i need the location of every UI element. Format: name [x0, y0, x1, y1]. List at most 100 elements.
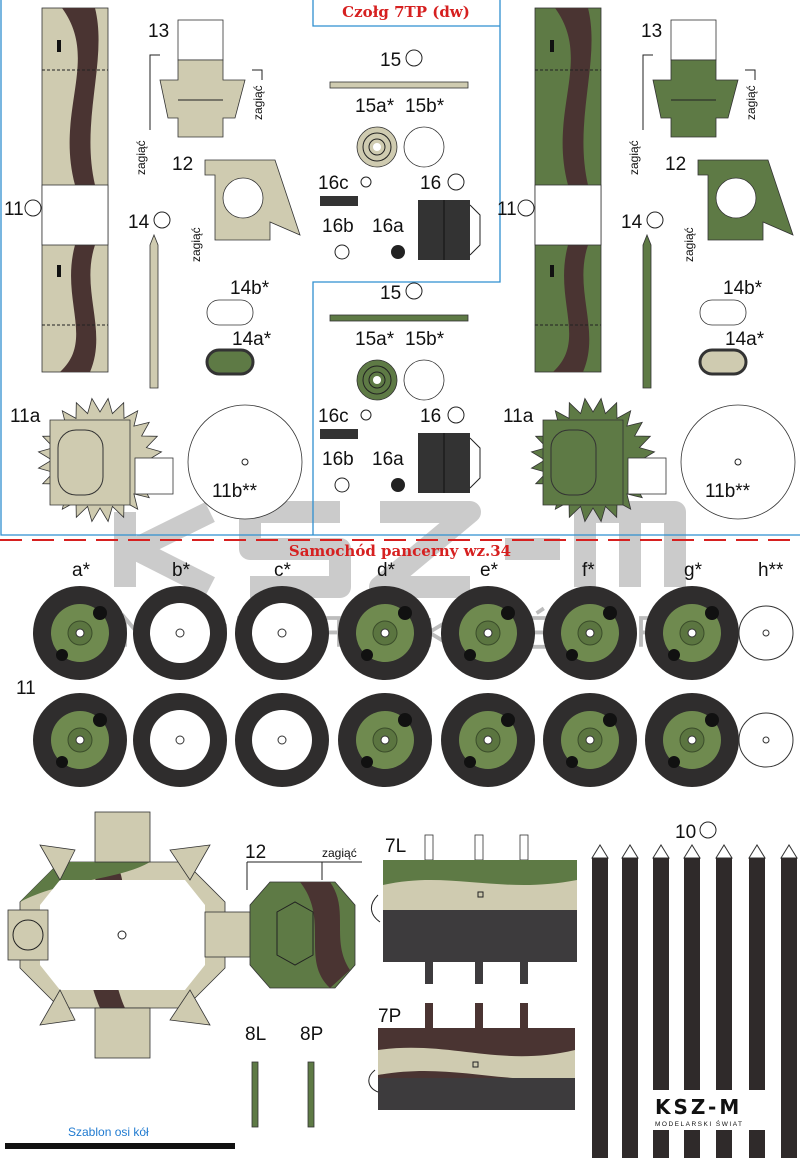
- logo-subtext: MODELARSKI ŚWIAT: [655, 1119, 744, 1128]
- label-15a: 15a*: [355, 96, 395, 117]
- label-15b: 15b*: [405, 329, 445, 350]
- label-11: 11: [497, 199, 517, 220]
- label-13: 13: [148, 21, 169, 42]
- label-16: 16: [420, 173, 441, 194]
- wheel: [338, 586, 432, 680]
- label-8P: 8P: [300, 1024, 323, 1045]
- label-11a: 11a: [503, 406, 534, 427]
- track-strip: [715, 844, 733, 1158]
- car-parts: 12 zagiąć 7L 7P 8L 8P: [5, 811, 798, 1158]
- wheel: [543, 586, 637, 680]
- label-7P: 7P: [378, 1006, 401, 1027]
- wheel-label: h**: [758, 560, 784, 581]
- fold-label: zagiąć: [189, 227, 203, 262]
- label-13: 13: [641, 21, 662, 42]
- label-14b: 14b*: [723, 278, 763, 299]
- part-11-strip: [41, 7, 109, 373]
- wheel: [441, 586, 535, 680]
- wheel: [738, 605, 794, 661]
- label-16: 16: [420, 406, 441, 427]
- part-10-track-strips: [591, 844, 798, 1158]
- ksz-logo: KSZ-M MODELARSKI ŚWIAT: [650, 1090, 780, 1130]
- label-15a: 15a*: [355, 329, 395, 350]
- part-14-rod: [149, 233, 159, 389]
- car-title: Samochód pancerny wz.34: [289, 542, 511, 560]
- fold-label: zagiąć: [322, 846, 357, 860]
- wheel: [645, 586, 739, 680]
- fold-label: zagiąć: [744, 85, 758, 120]
- part-14b: [206, 299, 254, 326]
- part-hull-octagon: [7, 811, 226, 1059]
- track-strip: [683, 844, 701, 1158]
- wheel-label: d*: [377, 560, 396, 581]
- label-15: 15: [380, 50, 401, 71]
- wheel-label: f*: [582, 560, 595, 581]
- wheel: [543, 693, 637, 787]
- part-12: [697, 159, 794, 241]
- wheel: [645, 693, 739, 787]
- label-car-12: 12: [245, 842, 266, 863]
- part-13: [652, 19, 739, 138]
- logo-text: KSZ-M: [655, 1095, 742, 1119]
- part-8L: [251, 1061, 259, 1128]
- part-14a: [205, 348, 255, 376]
- label-11: 11: [4, 199, 24, 220]
- label-16c: 16c: [318, 173, 349, 194]
- label-14b: 14b*: [230, 278, 270, 299]
- label-16a: 16a: [372, 216, 404, 237]
- label-11b: 11b**: [705, 481, 751, 502]
- axle-template-bar: [5, 1143, 235, 1149]
- wheel: [441, 693, 535, 787]
- track-strip: [652, 844, 670, 1158]
- track-strip: [591, 844, 609, 1158]
- tank-parts-right: 11 13 zagiąć zagiąć 12 zagiąć 14 14b* 14…: [497, 7, 796, 523]
- part-11a-sprocket: [530, 397, 667, 523]
- wheel: [235, 586, 329, 680]
- part-7L: [383, 834, 577, 984]
- track-strip: [621, 844, 639, 1158]
- part-7P: [378, 1003, 575, 1110]
- wheel: [738, 712, 794, 768]
- label-12: 12: [665, 154, 686, 175]
- wheel: [235, 693, 329, 787]
- tank-title: Czołg 7TP (dw): [342, 3, 470, 21]
- watermark-letter: [574, 501, 686, 587]
- part-11a-sprocket: [37, 397, 174, 523]
- part-11b: [680, 404, 796, 520]
- watermark-letter: [114, 502, 215, 597]
- label-8L: 8L: [245, 1024, 266, 1045]
- frame: [0, 0, 800, 541]
- wheel-label: e*: [480, 560, 499, 581]
- wheel: [33, 586, 127, 680]
- wheel: [33, 693, 127, 787]
- label-14a: 14a*: [232, 329, 272, 350]
- wheel-label: g*: [684, 560, 703, 581]
- label-7L: 7L: [385, 836, 406, 857]
- tank-center-parts-lower: 15 15a* 15b* 16c 16 16b 16a: [318, 282, 481, 493]
- part-11-strip: [534, 7, 602, 373]
- label-16c: 16c: [318, 406, 349, 427]
- fold-label: zagiąć: [627, 140, 641, 175]
- label-14: 14: [128, 212, 150, 233]
- part-12: [204, 159, 301, 241]
- axle-template-label: Szablon osi kół: [68, 1125, 149, 1139]
- part-14-rod: [642, 233, 652, 389]
- wheel-label: b*: [172, 560, 191, 581]
- wheel-set: a*b*c*d*e*f*g*h**: [33, 560, 794, 787]
- watermark-letter: [369, 501, 481, 598]
- fold-label: zagiąć: [134, 140, 148, 175]
- label-14: 14: [621, 212, 643, 233]
- wheel-row-label: 11: [16, 678, 36, 699]
- fold-label: zagiąć: [251, 85, 265, 120]
- label-16b: 16b: [322, 216, 354, 237]
- label-16a: 16a: [372, 449, 404, 470]
- tank-parts-left: 11 13 zagiąć zagiąć 12 zagiąć 14 14b* 14…: [4, 7, 303, 523]
- label-11b: 11b**: [212, 481, 258, 502]
- tank-center-parts: 15 15a* 15b* 16c 16 16b 16a: [318, 49, 481, 260]
- track-strip: [748, 844, 766, 1158]
- wheel: [338, 693, 432, 787]
- part-14a: [698, 348, 748, 376]
- label-10: 10: [675, 822, 696, 843]
- part-14b: [699, 299, 747, 326]
